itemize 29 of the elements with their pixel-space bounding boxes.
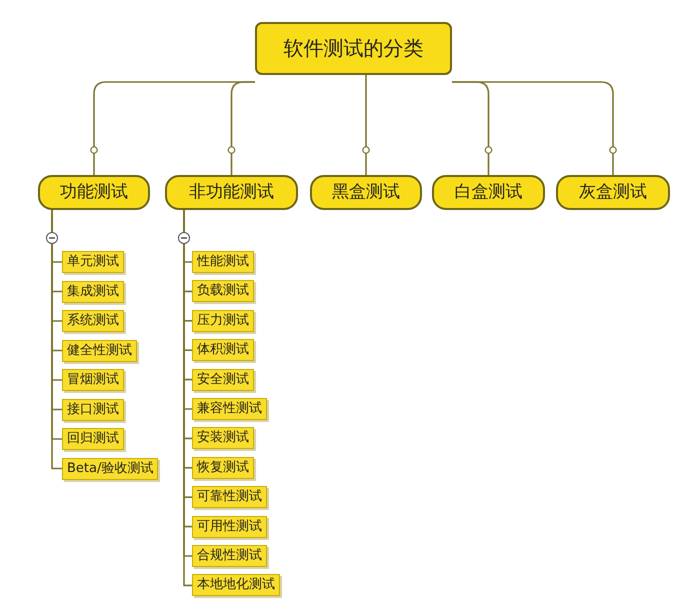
topic-box: 白盒测试 xyxy=(432,175,545,210)
connector-line xyxy=(365,75,367,175)
subtopic-box: 负载测试 xyxy=(192,280,254,302)
subtopic-box: 集成测试 xyxy=(62,280,124,302)
connector-line xyxy=(230,81,255,175)
subtopic-box: 合规性测试 xyxy=(192,545,267,567)
subtopic-box: Beta/验收测试 xyxy=(62,458,158,480)
subtopic-box: 体积测试 xyxy=(192,339,254,362)
subtopic-box: 冒烟测试 xyxy=(62,369,124,391)
topic-box: 功能测试 xyxy=(38,175,150,210)
subtopic-box: 接口测试 xyxy=(62,398,124,420)
connector-line xyxy=(452,81,614,175)
subtopic-box: 压力测试 xyxy=(192,310,254,332)
subtopic-box: 可靠性测试 xyxy=(192,486,267,508)
subtopic-box: 回归测试 xyxy=(62,428,124,450)
subtopic-box: 可用性测试 xyxy=(192,516,267,538)
subtopic-box: 性能测试 xyxy=(192,251,254,273)
topic-box: 非功能测试 xyxy=(165,175,298,210)
subtopic-box: 安全测试 xyxy=(192,368,254,391)
topic-box: 黑盒测试 xyxy=(310,175,422,210)
subtopic-box: 兼容性测试 xyxy=(192,398,267,420)
subtopic-box: 安装测试 xyxy=(192,427,254,450)
root-topic-box: 软件测试的分类 xyxy=(255,22,452,75)
subtopic-box: 健全性测试 xyxy=(62,340,137,362)
subtopic-box: 本地地化测试 xyxy=(192,574,280,596)
topic-box: 灰盒测试 xyxy=(556,175,670,210)
subtopic-box: 恢复测试 xyxy=(192,456,254,479)
subtopic-box: 单元测试 xyxy=(62,251,124,273)
subtopic-box: 系统测试 xyxy=(62,310,124,332)
